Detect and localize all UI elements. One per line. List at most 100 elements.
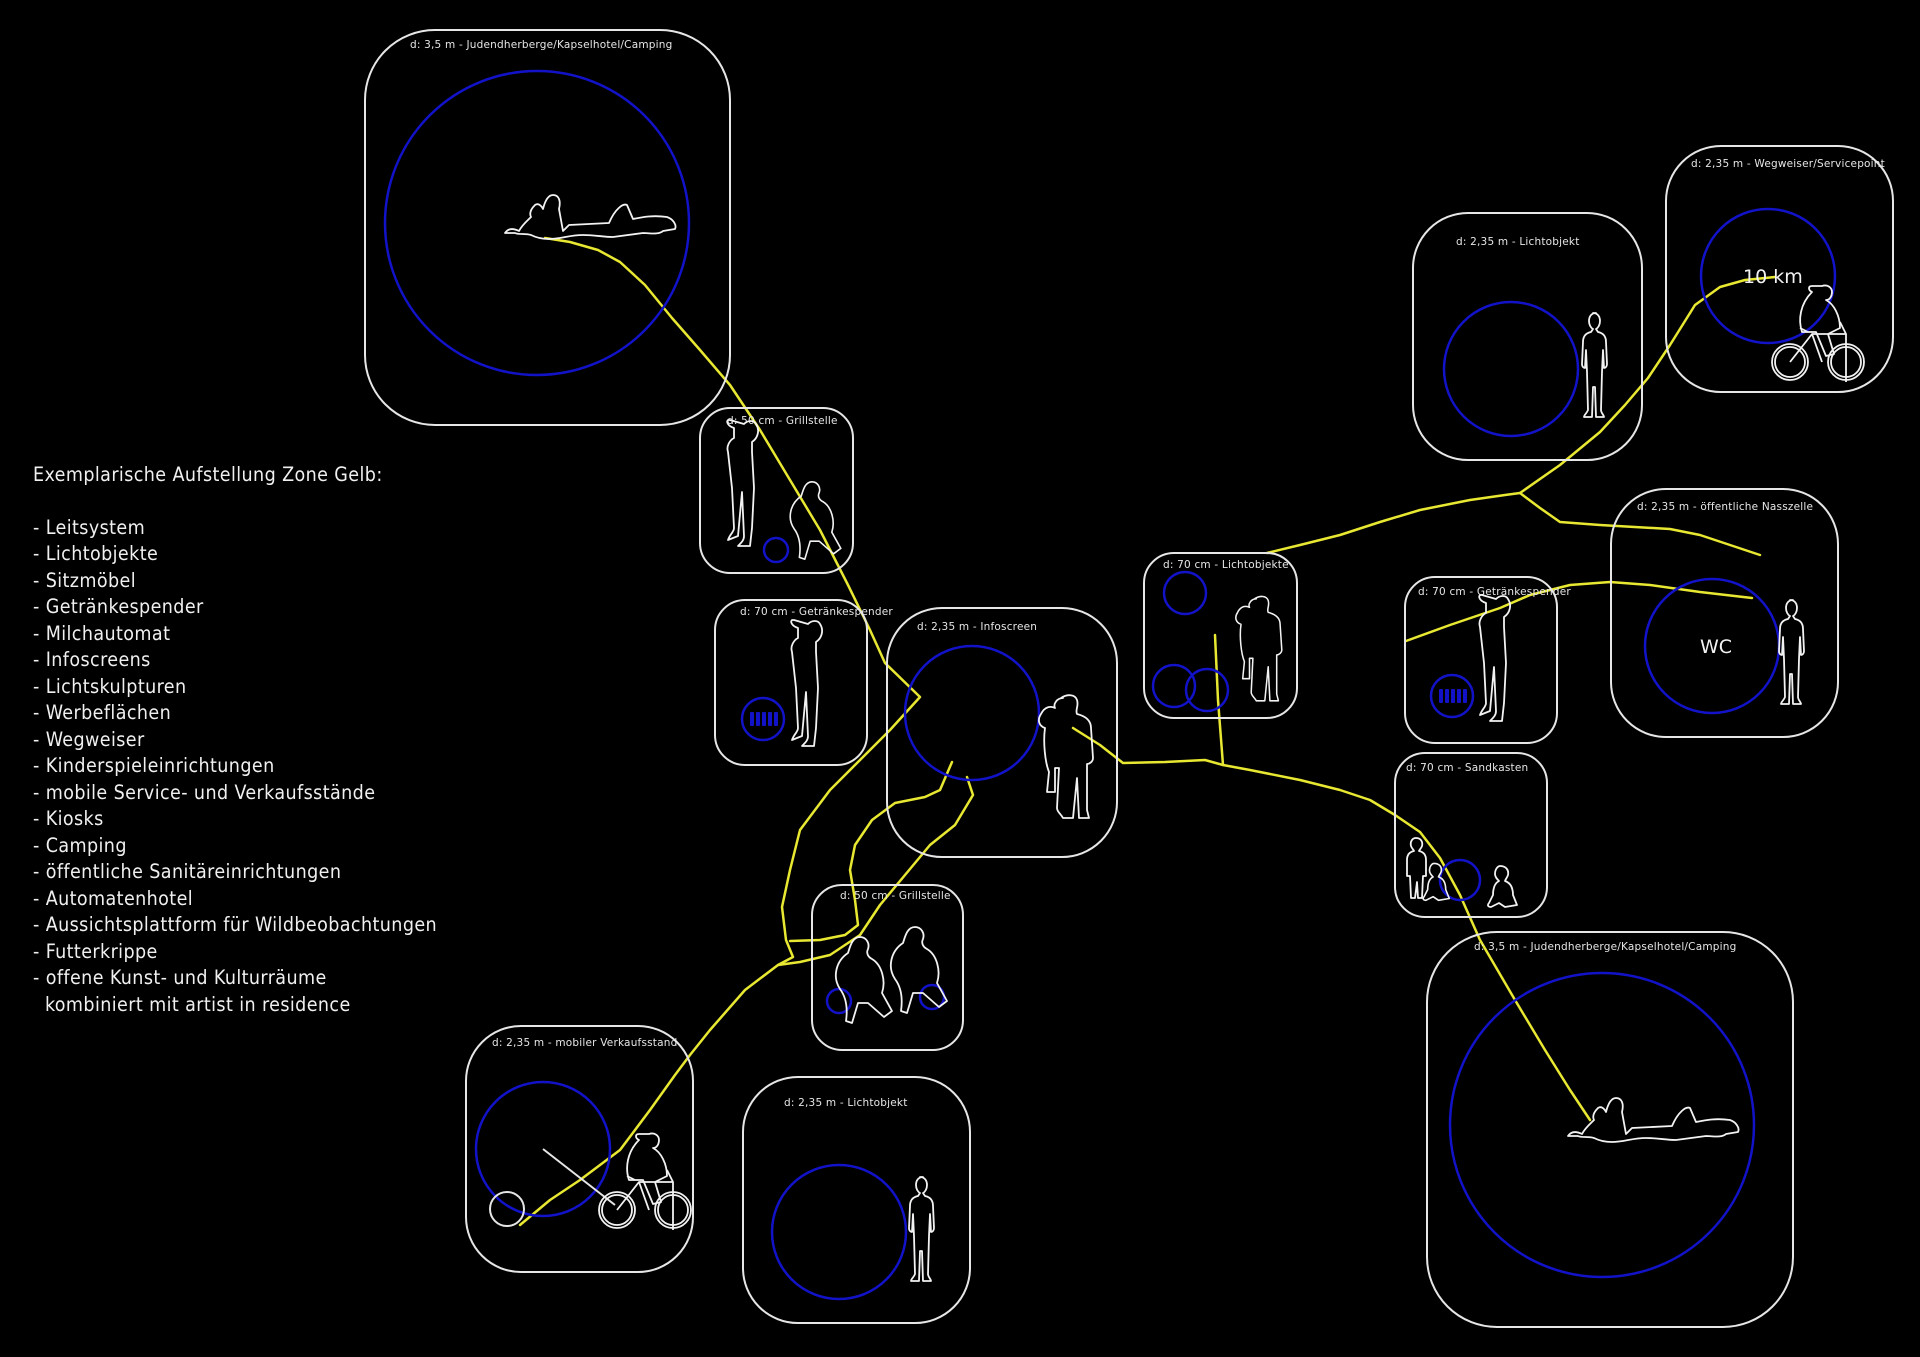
zone-circle xyxy=(762,536,790,564)
reclining-people-icon xyxy=(1567,1097,1740,1143)
zone-circle xyxy=(1438,858,1482,902)
legend-title: Exemplarische Aufstellung Zone Gelb: xyxy=(33,463,383,486)
standing-person-icon xyxy=(1581,312,1608,418)
legend-item: - Sitzmöbel xyxy=(33,568,137,592)
module-label: d: 3,5 m - Judendherberge/Kapselhotel/Ca… xyxy=(410,39,672,51)
module-drinks-1[interactable]: d: 70 cm - Getränkespender xyxy=(714,599,893,766)
module-frame xyxy=(886,607,1118,858)
guide-path-segment xyxy=(776,775,975,967)
module-label: d: 2,35 m - Lichtobjekt xyxy=(784,1097,908,1109)
cyclist-icon xyxy=(1771,284,1865,383)
baby-icon xyxy=(1487,865,1518,908)
guide-path-segment xyxy=(1518,491,1762,557)
legend-item: - Camping xyxy=(33,833,127,857)
module-label: d: 50 cm - Grillstelle xyxy=(727,415,838,427)
cyclist-icon xyxy=(598,1132,692,1231)
legend-item: - Getränkespender xyxy=(33,595,204,618)
module-frame xyxy=(1143,552,1298,719)
zone-circle xyxy=(770,1163,908,1301)
zone-circle xyxy=(474,1080,612,1218)
module-frame xyxy=(742,1076,971,1324)
module-frame xyxy=(1426,931,1794,1328)
legend: Exemplarische Aufstellung Zone Gelb: - L… xyxy=(33,462,437,1018)
zone-circle xyxy=(1162,570,1208,616)
zone-circle xyxy=(1429,673,1475,719)
module-wc[interactable]: d: 2,35 m - öffentliche Nasszelle WC xyxy=(1610,488,1839,738)
module-label: d: 2,35 m - öffentliche Nasszelle xyxy=(1637,501,1813,513)
module-label: d: 2,35 m - Wegweiser/Servicepoint xyxy=(1691,158,1885,170)
legend-item: - Milchautomat xyxy=(33,621,171,645)
module-label: d: 2,35 m - Infoscreen xyxy=(917,621,1037,633)
module-infoscreen[interactable]: d: 2,35 m - Infoscreen xyxy=(886,607,1118,858)
zone-circle xyxy=(1699,207,1837,345)
zone-circle xyxy=(1442,300,1580,438)
legend-item: - Aussichtsplattform für Wildbeobachtung… xyxy=(33,913,438,936)
module-frame xyxy=(714,599,868,766)
embracing-couple-icon xyxy=(1038,694,1094,819)
module-label: d: 70 cm - Lichtobjekte xyxy=(1163,559,1289,571)
module-camping-top[interactable]: d: 3,5 m - Judendherberge/Kapselhotel/Ca… xyxy=(364,29,731,426)
module-label: d: 70 cm - Getränkespender xyxy=(1418,586,1571,598)
module-frame xyxy=(1412,212,1643,461)
bottles-icon xyxy=(1439,689,1467,703)
module-frame xyxy=(465,1025,694,1273)
zone-circle xyxy=(740,696,786,742)
module-frame xyxy=(1404,576,1558,744)
module-label: d: 70 cm - Getränkespender xyxy=(740,606,893,618)
legend-item: - öffentliche Sanitäreinrichtungen xyxy=(33,860,342,883)
zone-circle xyxy=(383,69,691,377)
module-light-top[interactable]: d: 2,35 m - Lichtobjekt xyxy=(1412,212,1643,461)
module-camping-bottom[interactable]: d: 3,5 m - Judendherberge/Kapselhotel/Ca… xyxy=(1426,931,1794,1328)
standing-woman-icon xyxy=(1778,599,1805,705)
module-frame xyxy=(364,29,731,426)
legend-item: - Lichtskulpturen xyxy=(33,674,187,698)
drinking-person-icon xyxy=(1478,594,1511,722)
zone-circle xyxy=(1448,971,1756,1279)
module-label: d: 2,35 m - mobiler Verkaufsstand xyxy=(492,1037,677,1049)
module-label: d: 3,5 m - Judendherberge/Kapselhotel/Ca… xyxy=(1474,941,1736,953)
module-label: d: 50 cm - Grillstelle xyxy=(840,890,951,902)
module-frame xyxy=(1394,752,1548,918)
module-frame xyxy=(1610,488,1839,738)
reclining-people-icon xyxy=(504,194,677,240)
zone-circle xyxy=(1184,667,1230,713)
module-light-bottom[interactable]: d: 2,35 m - Lichtobjekt xyxy=(742,1076,971,1324)
legend-item: - offene Kunst- und Kulturräume xyxy=(33,966,327,989)
guide-path-segment xyxy=(518,236,922,1227)
module-frame xyxy=(699,407,854,574)
drinking-person-icon xyxy=(790,619,823,747)
module-sandbox[interactable]: d: 70 cm - Sandkasten xyxy=(1394,752,1548,918)
legend-item: - Automatenhotel xyxy=(33,886,194,910)
module-grill-1[interactable]: d: 50 cm - Grillstelle xyxy=(699,407,854,574)
radius-line xyxy=(542,1148,616,1206)
standing-person-icon xyxy=(726,419,759,547)
legend-item: - Kiosks xyxy=(33,807,104,830)
bottles-icon xyxy=(750,712,778,726)
module-label: d: 2,35 m - Lichtobjekt xyxy=(1456,236,1580,248)
module-frame xyxy=(811,884,964,1051)
module-grill-2[interactable]: d: 50 cm - Grillstelle xyxy=(811,884,964,1051)
module-drinks-2[interactable]: d: 70 cm - Getränkespender xyxy=(1404,576,1571,744)
module-signpost[interactable]: d: 2,35 m - Wegweiser/Servicepoint 10 km xyxy=(1665,145,1894,393)
legend-item: - Kinderspieleinrichtungen xyxy=(33,754,275,777)
legend-item: - Wegweiser xyxy=(33,727,145,751)
legend-item: - Futterkrippe xyxy=(33,939,158,963)
guide-path-segment xyxy=(788,760,954,943)
legend-item: kombiniert mit artist in residence xyxy=(33,992,351,1016)
standing-person-icon xyxy=(908,1176,935,1282)
child-icon xyxy=(1406,837,1427,899)
zone-circle xyxy=(903,644,1041,782)
module-frame xyxy=(1665,145,1894,393)
module-kiosk[interactable]: d: 2,35 m - mobiler Verkaufsstand xyxy=(465,1025,694,1273)
embracing-couple-icon xyxy=(1235,595,1283,702)
small-circle xyxy=(489,1191,525,1227)
zone-circle xyxy=(1151,663,1197,709)
guide-path-segment xyxy=(1213,633,1225,767)
module-label: d: 70 cm - Sandkasten xyxy=(1406,762,1528,774)
legend-item: - Leitsystem xyxy=(33,515,146,539)
legend-item: - Werbeflächen xyxy=(33,701,172,724)
module-lights-70[interactable]: d: 70 cm - Lichtobjekte xyxy=(1143,552,1298,719)
legend-item: - Lichtobjekte xyxy=(33,542,159,565)
distance-sign-text: 10 km xyxy=(1743,266,1803,288)
